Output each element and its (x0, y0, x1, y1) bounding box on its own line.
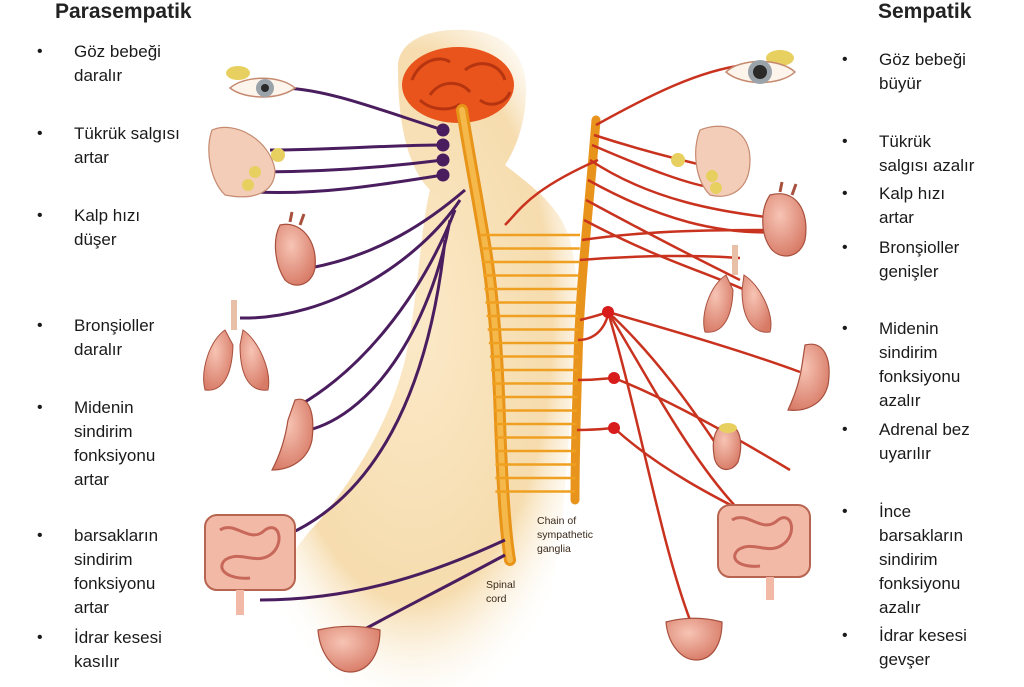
chain-label: Chain of sympathetic ganglia (537, 515, 593, 555)
heart-right-illustration (762, 181, 807, 257)
heart-left-illustration (274, 211, 316, 286)
svg-text:sympathetic: sympathetic (537, 529, 593, 541)
lungs-left-illustration (203, 300, 270, 391)
symp-stomach-text: Midenin sindirim fonksiyonu azalır (842, 317, 960, 413)
symp-intestine-text: İnce barsakların sindirim fonksiyonu aza… (842, 500, 963, 620)
parasympathetic-nerves (239, 86, 506, 642)
para-pupil-text: Göz bebeği daralır (37, 40, 161, 88)
eye-left-illustration (226, 66, 297, 98)
salivary-left-illustration (208, 126, 285, 198)
eye-right-illustration (724, 50, 797, 84)
svg-text:Chain of: Chain of (537, 515, 576, 527)
symp-adrenal-text: Adrenal bez uyarılır (842, 418, 970, 466)
adrenal-right-illustration (712, 423, 742, 471)
symp-pupil-text: Göz bebeği büyür (842, 48, 966, 96)
parasympathetic-title: Parasempatik (55, 0, 192, 23)
symp-bronchi-text: Bronşioller genişler (842, 236, 959, 284)
symp-saliva-text: Tükrük salgısı azalır (842, 130, 975, 178)
bladder-right-illustration (665, 617, 723, 661)
stomach-right-illustration (787, 343, 830, 411)
intestines-left-illustration (204, 514, 296, 615)
para-saliva-text: Tükrük salgısı artar (37, 122, 180, 170)
spinal-cord (456, 104, 516, 566)
sympathetic-chain (480, 115, 601, 505)
para-stomach-text: Midenin sindirim fonksiyonu artar (37, 396, 155, 492)
spinal-cord-label: Spinal cord (486, 579, 515, 605)
para-intestine-text: barsakların sindirim fonksiyonu artar (37, 524, 158, 620)
svg-text:cord: cord (486, 593, 507, 605)
svg-text:Spinal: Spinal (486, 579, 515, 591)
para-heart-text: Kalp hızı düşer (37, 204, 140, 252)
lungs-right-illustration (703, 245, 772, 333)
symp-bladder-text: İdrar kesesi gevşer (842, 624, 967, 672)
stomach-left-illustration (270, 398, 314, 471)
symp-heart-text: Kalp hızı artar (842, 182, 945, 230)
brain (402, 47, 514, 123)
bladder-left-illustration (317, 625, 381, 673)
sympathetic-nerves (504, 63, 801, 621)
body-silhouette (250, 29, 578, 687)
svg-text:ganglia: ganglia (537, 543, 571, 555)
para-bladder-text: İdrar kesesi kasılır (37, 626, 162, 674)
salivary-right-illustration (671, 125, 751, 197)
intestines-right-illustration (717, 504, 811, 600)
para-bronchi-text: Bronşioller daralır (37, 314, 154, 362)
sympathetic-title: Sempatik (878, 0, 972, 23)
